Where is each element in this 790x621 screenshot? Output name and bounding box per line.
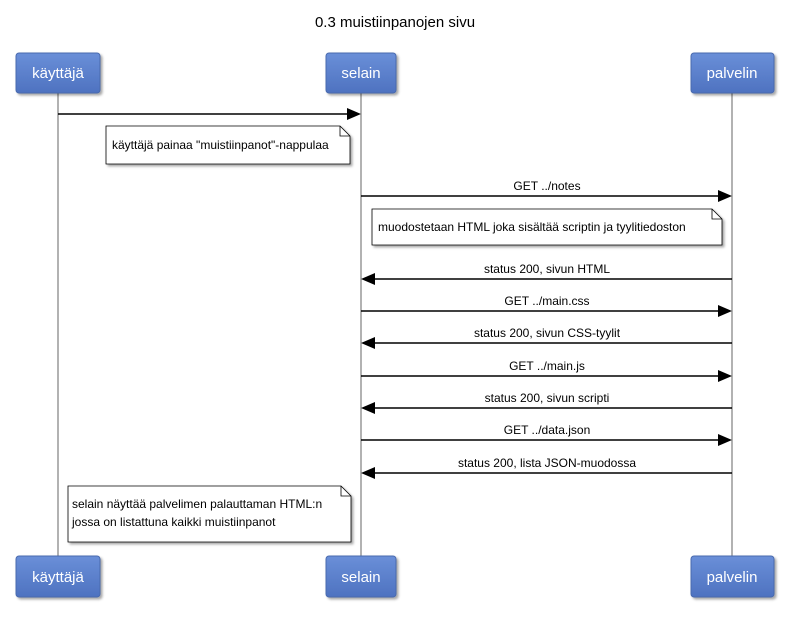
diagram-title: 0.3 muistiinpanojen sivu bbox=[315, 14, 475, 31]
message-4: status 200, sivun CSS-tyylit bbox=[361, 326, 732, 349]
actor-label: käyttäjä bbox=[32, 569, 84, 586]
actor-label: palvelin bbox=[707, 65, 758, 82]
actor-browser-bottom: selain bbox=[325, 555, 397, 598]
actor-label: selain bbox=[341, 65, 380, 82]
message-label: GET ../data.json bbox=[504, 423, 591, 437]
message-0 bbox=[58, 108, 361, 120]
arrowhead bbox=[361, 337, 375, 349]
note-text: käyttäjä painaa "muistiinpanot"-nappulaa bbox=[112, 138, 329, 152]
message-label: GET ../main.js bbox=[509, 359, 585, 373]
actor-server-top: palvelin bbox=[690, 52, 775, 94]
arrowhead bbox=[718, 305, 732, 317]
actor-label: palvelin bbox=[707, 569, 758, 586]
message-5: GET ../main.js bbox=[361, 359, 732, 382]
arrowhead bbox=[718, 434, 732, 446]
actor-label: käyttäjä bbox=[32, 65, 84, 82]
message-label: status 200, sivun scripti bbox=[485, 391, 610, 405]
actor-label: selain bbox=[341, 569, 380, 586]
message-8: status 200, lista JSON-muodossa bbox=[361, 456, 732, 479]
actor-user-top: käyttäjä bbox=[15, 52, 101, 94]
arrowhead bbox=[347, 108, 361, 120]
note-text: jossa on listattuna kaikki muistiinpanot bbox=[71, 515, 276, 529]
message-1: GET ../notes bbox=[361, 179, 732, 202]
note-text: muodostetaan HTML joka sisältää scriptin… bbox=[378, 220, 686, 234]
arrowhead bbox=[361, 402, 375, 414]
note-text: selain näyttää palvelimen palauttaman HT… bbox=[72, 497, 322, 511]
message-label: GET ../main.css bbox=[504, 294, 589, 308]
arrowhead bbox=[361, 273, 375, 285]
message-label: status 200, sivun HTML bbox=[484, 262, 610, 276]
message-label: GET ../notes bbox=[513, 179, 580, 193]
message-2: status 200, sivun HTML bbox=[361, 262, 732, 285]
message-3: GET ../main.css bbox=[361, 294, 732, 317]
arrowhead bbox=[718, 190, 732, 202]
actor-user-bottom: käyttäjä bbox=[15, 555, 101, 598]
actor-server-bottom: palvelin bbox=[690, 555, 775, 598]
arrowhead bbox=[361, 467, 375, 479]
actor-browser-top: selain bbox=[325, 52, 397, 94]
message-label: status 200, lista JSON-muodossa bbox=[458, 456, 636, 470]
message-label: status 200, sivun CSS-tyylit bbox=[474, 326, 621, 340]
note-1: muodostetaan HTML joka sisältää scriptin… bbox=[371, 208, 723, 246]
message-7: GET ../data.json bbox=[361, 423, 732, 446]
note-2: selain näyttää palvelimen palauttaman HT… bbox=[67, 485, 352, 543]
arrowhead bbox=[718, 370, 732, 382]
message-6: status 200, sivun scripti bbox=[361, 391, 732, 414]
note-0: käyttäjä painaa "muistiinpanot"-nappulaa bbox=[105, 125, 351, 165]
